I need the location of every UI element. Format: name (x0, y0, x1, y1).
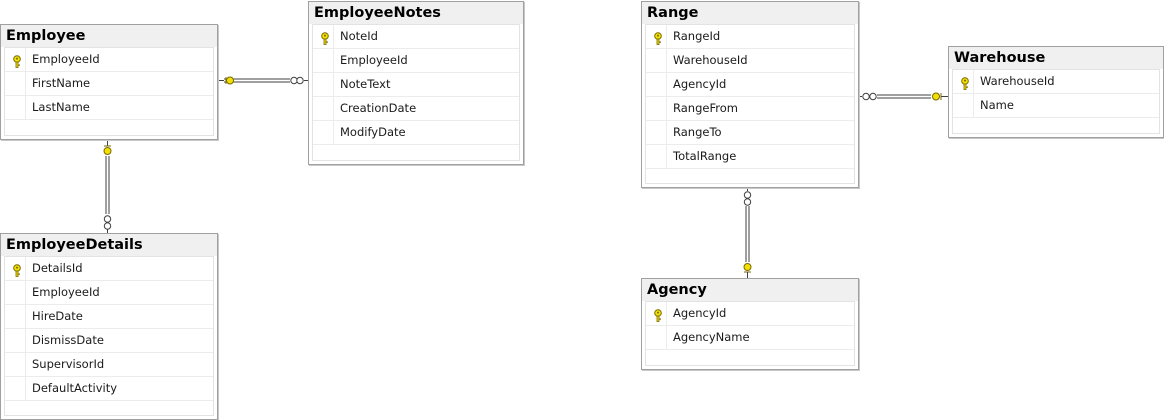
column-name: AgencyId (673, 306, 727, 320)
column-row[interactable]: AgencyId (646, 73, 854, 97)
column-row[interactable]: EmployeeId (5, 48, 213, 72)
column-row[interactable]: FirstName (5, 72, 213, 96)
infinity-endpoint-icon (862, 92, 877, 101)
column-name: NoteId (340, 29, 378, 43)
primary-key-icon (319, 30, 331, 45)
column-name: NoteText (340, 77, 391, 91)
column-row[interactable]: ModifyDate (313, 121, 519, 145)
column-row[interactable]: CreationDate (313, 97, 519, 121)
infinity-endpoint-icon (743, 191, 752, 206)
key-endpoint-icon (103, 145, 112, 155)
table-title[interactable]: Range (642, 2, 858, 24)
column-name: CreationDate (340, 101, 417, 115)
column-row[interactable]: DismissDate (5, 329, 213, 353)
column-row[interactable]: RangeFrom (646, 97, 854, 121)
column-row[interactable]: AgencyId (646, 302, 854, 326)
column-row[interactable]: HireDate (5, 305, 213, 329)
column-name: RangeTo (673, 125, 722, 139)
column-row[interactable]: EmployeeId (313, 49, 519, 73)
table-title[interactable]: Warehouse (949, 47, 1163, 69)
column-name: DismissDate (32, 333, 104, 347)
relationship-range-agency[interactable] (743, 188, 752, 278)
column-row[interactable]: WarehouseId (953, 70, 1159, 94)
table-title[interactable]: EmployeeNotes (309, 2, 523, 24)
column-name: SupervisorId (32, 357, 105, 371)
column-name: RangeFrom (673, 101, 738, 115)
column-row[interactable]: NoteId (313, 25, 519, 49)
column-row[interactable]: RangeTo (646, 121, 854, 145)
column-name: AgencyName (673, 330, 750, 344)
primary-key-icon (11, 53, 23, 68)
column-name: DetailsId (32, 261, 83, 275)
column-name: EmployeeId (32, 285, 100, 299)
column-name: HireDate (32, 309, 83, 323)
key-endpoint-icon (225, 76, 234, 85)
primary-key-icon (11, 262, 23, 277)
column-name: FirstName (32, 76, 91, 90)
column-row[interactable]: WarehouseId (646, 49, 854, 73)
column-row[interactable]: TotalRange (646, 145, 854, 169)
infinity-endpoint-icon (290, 76, 304, 85)
column-name: AgencyId (673, 77, 727, 91)
column-row[interactable]: NoteText (313, 73, 519, 97)
table-title[interactable]: EmployeeDetails (1, 234, 217, 256)
column-name: TotalRange (673, 149, 737, 163)
relationship-employee-details[interactable] (103, 140, 112, 233)
table-title[interactable]: Employee (1, 25, 217, 47)
column-row[interactable]: DefaultActivity (5, 377, 213, 401)
column-name: EmployeeId (340, 53, 408, 67)
column-name: DefaultActivity (32, 381, 118, 395)
table-title[interactable]: Agency (642, 279, 858, 301)
column-name: Name (980, 98, 1014, 112)
key-endpoint-icon (743, 263, 752, 273)
primary-key-icon (652, 307, 664, 322)
column-name: WarehouseId (673, 53, 748, 67)
column-row[interactable]: Name (953, 94, 1159, 118)
column-row[interactable]: SupervisorId (5, 353, 213, 377)
key-endpoint-icon (932, 92, 942, 101)
column-row[interactable]: DetailsId (5, 257, 213, 281)
column-row[interactable]: AgencyName (646, 326, 854, 350)
column-row[interactable]: EmployeeId (5, 281, 213, 305)
primary-key-icon (652, 30, 664, 45)
primary-key-icon (959, 75, 971, 90)
column-row[interactable]: RangeId (646, 25, 854, 49)
column-name: LastName (32, 100, 90, 114)
relationship-employee-notes[interactable] (218, 76, 308, 85)
relationship-range-warehouse[interactable] (858, 92, 948, 101)
column-name: ModifyDate (340, 125, 406, 139)
column-row[interactable]: LastName (5, 96, 213, 120)
column-name: EmployeeId (32, 52, 100, 66)
infinity-endpoint-icon (103, 215, 112, 230)
column-name: WarehouseId (980, 74, 1055, 88)
column-name: RangeId (673, 29, 721, 43)
